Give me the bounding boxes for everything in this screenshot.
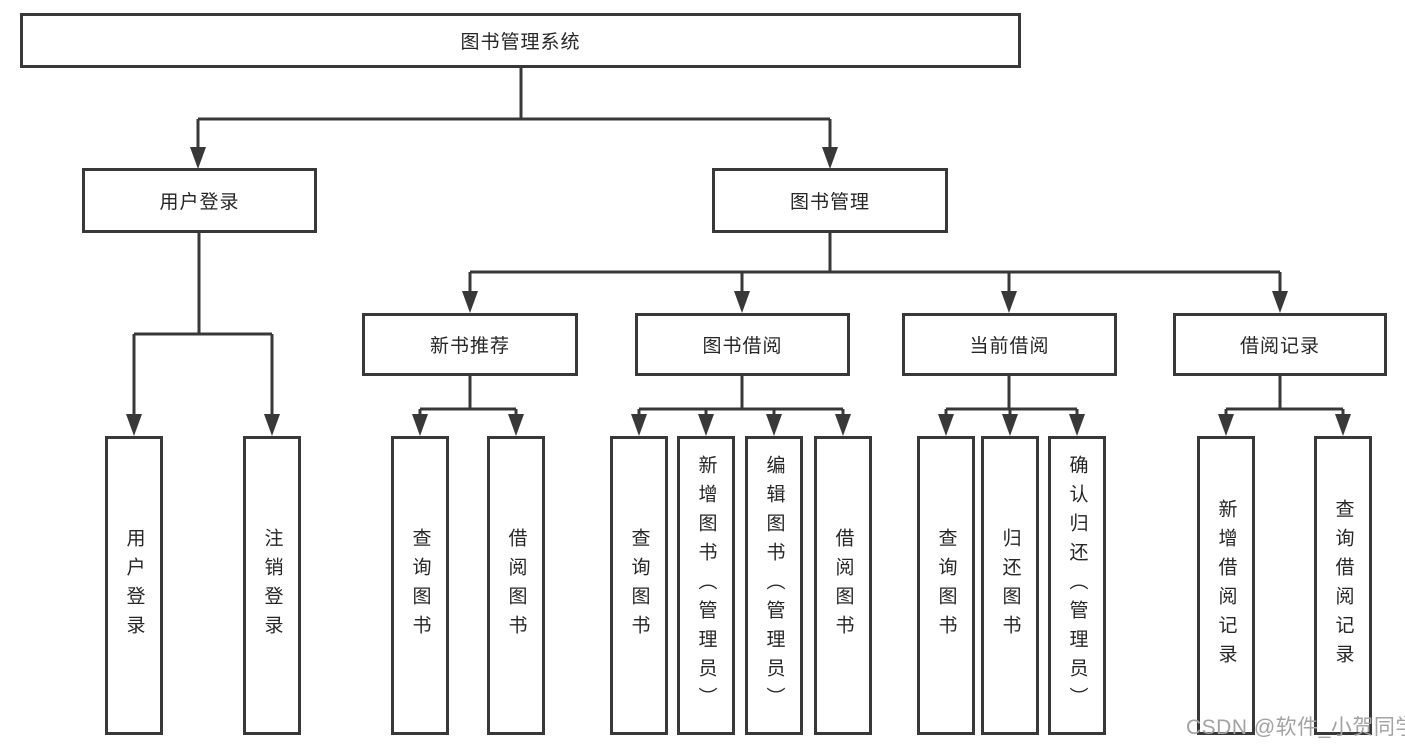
arrow-down-icon <box>1002 414 1018 436</box>
leaf-query-book: 查询图书 <box>391 436 449 735</box>
leaf-add-borrow-record: 新增借阅记录 <box>1197 436 1255 735</box>
connector-book-mgmt-to-level3 <box>462 233 1288 313</box>
node-label: 图书借阅 <box>702 336 783 357</box>
node-label: 新增借阅记录 <box>1215 498 1237 673</box>
arrow-down-icon <box>1335 414 1351 436</box>
node-label: 新书推荐 <box>429 336 510 357</box>
node-label: 查询图书 <box>409 527 431 644</box>
leaf-borrow-book: 借阅图书 <box>487 436 545 735</box>
arrow-down-icon <box>822 147 838 169</box>
arrow-down-icon <box>1069 414 1085 436</box>
arrow-down-icon <box>734 291 750 313</box>
node-current-borrow: 当前借阅 <box>902 313 1117 376</box>
node-borrow-records: 借阅记录 <box>1173 313 1387 376</box>
connector-root-to-level2 <box>190 68 838 169</box>
arrow-down-icon <box>1218 414 1234 436</box>
arrow-down-icon <box>412 414 428 436</box>
connector-current-borrow-to-leaves <box>938 376 1085 436</box>
node-label: 用户登录 <box>159 192 240 213</box>
leaf-user-login: 用户登录 <box>105 436 163 735</box>
node-label: 新增图书（管理员） <box>695 455 717 716</box>
arrow-down-icon <box>264 414 280 436</box>
node-label: 确认归还（管理员） <box>1066 455 1088 716</box>
node-label: 查询借阅记录 <box>1332 498 1354 673</box>
node-label: 用户登录 <box>123 527 145 644</box>
leaf-borrow-book: 借阅图书 <box>814 436 872 735</box>
node-label: 查询图书 <box>935 527 957 644</box>
leaf-query-book: 查询图书 <box>917 436 975 735</box>
arrow-down-icon <box>938 414 954 436</box>
connector-new-book-rec-to-leaves <box>412 376 524 436</box>
node-label: 编辑图书（管理员） <box>763 455 785 716</box>
csdn-watermark: CSDN @软件_小贺同学 <box>1186 716 1405 739</box>
leaf-return-book: 归还图书 <box>981 436 1039 735</box>
node-label: 借阅记录 <box>1239 336 1320 357</box>
arrow-down-icon <box>1272 291 1288 313</box>
leaf-edit-book-admin: 编辑图书（管理员） <box>745 436 803 735</box>
connector-user-login-to-leaves <box>126 233 280 436</box>
arrow-down-icon <box>126 414 142 436</box>
node-book-management: 图书管理 <box>712 168 948 233</box>
connector-book-borrow-to-leaves <box>631 376 851 436</box>
node-label: 图书管理系统 <box>460 32 581 53</box>
leaf-query-borrow-record: 查询借阅记录 <box>1314 436 1372 735</box>
node-label: 借阅图书 <box>832 527 854 644</box>
arrow-down-icon <box>835 414 851 436</box>
leaf-logout: 注销登录 <box>243 436 301 735</box>
arrow-down-icon <box>631 414 647 436</box>
connector-borrow-records-to-leaves <box>1218 376 1351 436</box>
node-label: 当前借阅 <box>969 336 1050 357</box>
node-book-borrow: 图书借阅 <box>635 313 850 376</box>
node-label: 归还图书 <box>999 527 1021 644</box>
node-user-login: 用户登录 <box>82 168 317 233</box>
node-label: 图书管理 <box>789 192 870 213</box>
node-label: 借阅图书 <box>505 527 527 644</box>
node-root-system: 图书管理系统 <box>20 13 1021 68</box>
node-label: 注销登录 <box>261 527 283 644</box>
arrow-down-icon <box>462 291 478 313</box>
arrow-down-icon <box>508 414 524 436</box>
leaf-query-book: 查询图书 <box>610 436 668 735</box>
leaf-add-book-admin: 新增图书（管理员） <box>677 436 735 735</box>
arrow-down-icon <box>190 147 206 169</box>
arrow-down-icon <box>1001 291 1017 313</box>
node-label: 查询图书 <box>628 527 650 644</box>
node-new-book-recommend: 新书推荐 <box>362 313 578 376</box>
arrow-down-icon <box>766 414 782 436</box>
leaf-confirm-return-admin: 确认归还（管理员） <box>1048 436 1106 735</box>
arrow-down-icon <box>698 414 714 436</box>
